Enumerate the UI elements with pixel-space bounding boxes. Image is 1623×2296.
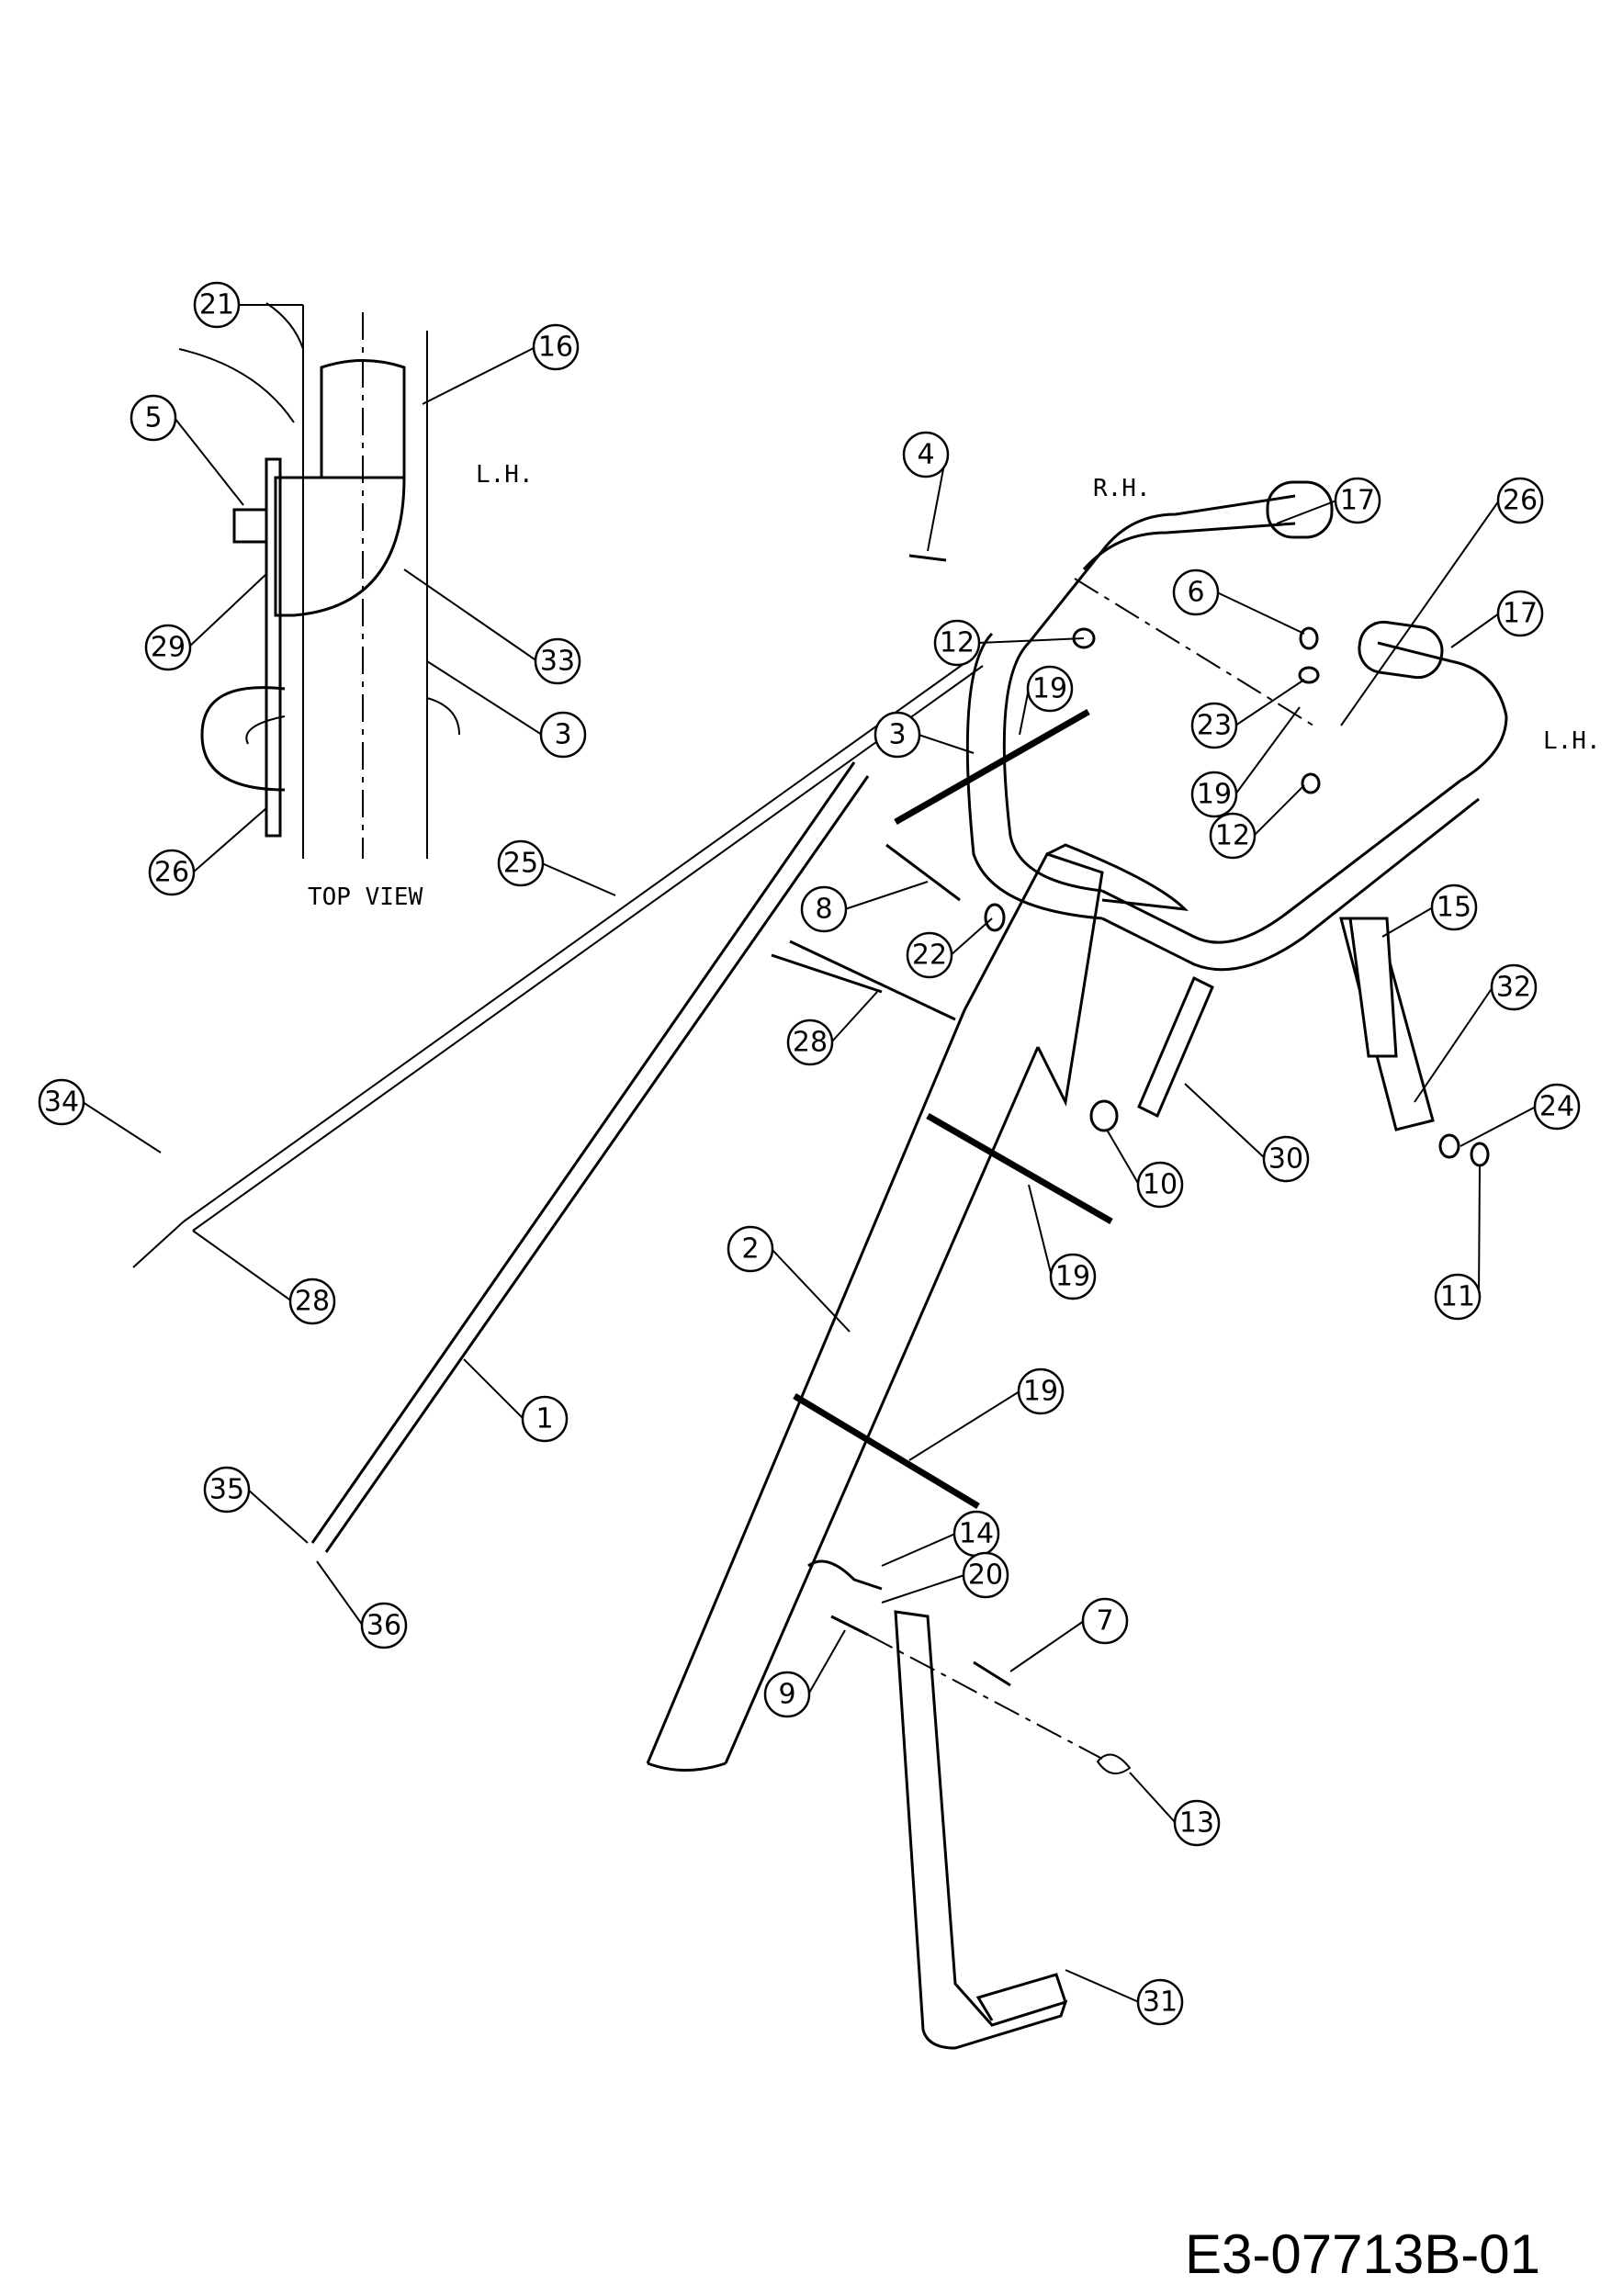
callout-17-b: 17 [1450,590,1544,648]
svg-text:19: 19 [1023,1376,1058,1408]
lower-handle-tube [646,843,1189,1772]
callout-12-a: 12 [933,619,1085,667]
rod-1b [324,775,870,1553]
callout-2: 2 [727,1225,851,1333]
svg-text:13: 13 [1179,1807,1214,1840]
callout-6: 6 [1172,568,1305,635]
callout-27: 29 [144,573,267,671]
callout-18: 19 [1190,706,1301,818]
rh-label: R.H. [1093,475,1151,502]
callout-30: 30 [1184,1083,1310,1183]
callout-35: 35 [203,1466,309,1544]
svg-text:19: 19 [1032,673,1067,705]
callout-8: 8 [800,881,929,933]
callout-20: 20 [881,1551,1009,1604]
svg-text:22: 22 [912,940,947,972]
svg-text:26: 26 [154,857,189,889]
callout-1: 1 [463,1358,569,1443]
callout-19-b: 19 [1028,1184,1097,1300]
callout-33: 33 [403,568,581,685]
svg-text:2: 2 [741,1233,759,1266]
svg-text:26: 26 [1503,485,1538,517]
callout-3-main: 3 [873,711,975,759]
svg-text:15: 15 [1437,892,1471,924]
lh-label-right: L.H. [1543,727,1601,755]
callout-34: 34 [38,1078,162,1154]
svg-text:12: 12 [1215,820,1250,852]
svg-text:17: 17 [1340,485,1375,517]
top-view-inset [178,302,460,859]
callout-19-a: 19 [1019,665,1074,736]
svg-text:12: 12 [940,627,975,659]
callout-13: 13 [1129,1772,1221,1847]
svg-text:32: 32 [1496,972,1531,1004]
callout-36: 36 [316,1560,408,1649]
drawing-number: E3-07713B-01 [1185,2223,1540,2285]
svg-text:3: 3 [888,719,906,751]
svg-text:19: 19 [1197,779,1232,811]
svg-text:14: 14 [959,1518,994,1550]
svg-text:17: 17 [1503,598,1538,630]
callout-28: 28 [192,1230,336,1325]
callout-24: 24 [1460,1083,1581,1147]
callout-17-a: 17 [1276,477,1381,524]
callout-29: 28 [786,991,878,1066]
callout-32: 32 [1414,963,1538,1103]
svg-text:4: 4 [917,439,934,471]
callouts: 21 16 5 29 33 3 26 4 17 6 26 17 12 19 23… [38,281,1581,2026]
callout-3-top: 3 [426,660,587,759]
callout-26-r: 26 [1340,477,1544,726]
svg-text:24: 24 [1539,1091,1574,1123]
callout-19-c: 19 [908,1367,1065,1461]
callout-21: 21 [193,281,304,459]
svg-text:21: 21 [199,289,234,321]
svg-text:7: 7 [1096,1605,1113,1638]
svg-text:23: 23 [1197,710,1232,742]
cable-25 [183,656,975,1222]
upper-handle [965,480,1508,972]
callout-12-b: 12 [1209,784,1305,860]
callout-7: 7 [1009,1597,1129,1672]
callout-5: 5 [130,394,244,506]
svg-text:36: 36 [366,1610,401,1642]
svg-text:6: 6 [1187,577,1204,609]
svg-text:28: 28 [793,1027,828,1059]
callout-4: 4 [902,431,950,552]
lh-label-top: L.H. [476,461,534,489]
svg-text:16: 16 [538,332,573,364]
callout-16: 16 [422,323,580,405]
svg-text:19: 19 [1055,1261,1090,1293]
svg-text:25: 25 [503,848,538,880]
callout-26-top: 26 [148,807,267,896]
svg-text:29: 29 [151,632,186,664]
cable-25b [192,665,984,1232]
svg-text:5: 5 [144,402,162,434]
svg-text:31: 31 [1143,1986,1178,2019]
svg-text:28: 28 [295,1286,330,1318]
svg-text:8: 8 [815,894,832,926]
hardware [771,554,1490,2050]
svg-text:9: 9 [778,1679,795,1711]
svg-text:33: 33 [540,646,575,678]
callout-11: 11 [1434,1165,1482,1321]
callout-31: 31 [1065,1969,1184,2026]
callout-22: 22 [906,917,993,979]
rod-1 [310,761,856,1544]
svg-text:1: 1 [535,1403,553,1435]
svg-text:30: 30 [1268,1143,1303,1176]
callout-9: 9 [763,1629,846,1718]
svg-text:20: 20 [968,1559,1003,1592]
top-view-label: TOP VIEW [308,884,423,911]
svg-text:35: 35 [209,1474,244,1506]
svg-text:3: 3 [554,719,571,751]
callout-23: 23 [1190,679,1305,749]
callout-10: 10 [1106,1129,1184,1209]
svg-text:10: 10 [1143,1169,1178,1201]
callout-25: 25 [497,839,616,896]
callout-15: 15 [1381,884,1478,938]
svg-text:11: 11 [1440,1281,1475,1313]
svg-text:34: 34 [44,1086,79,1119]
